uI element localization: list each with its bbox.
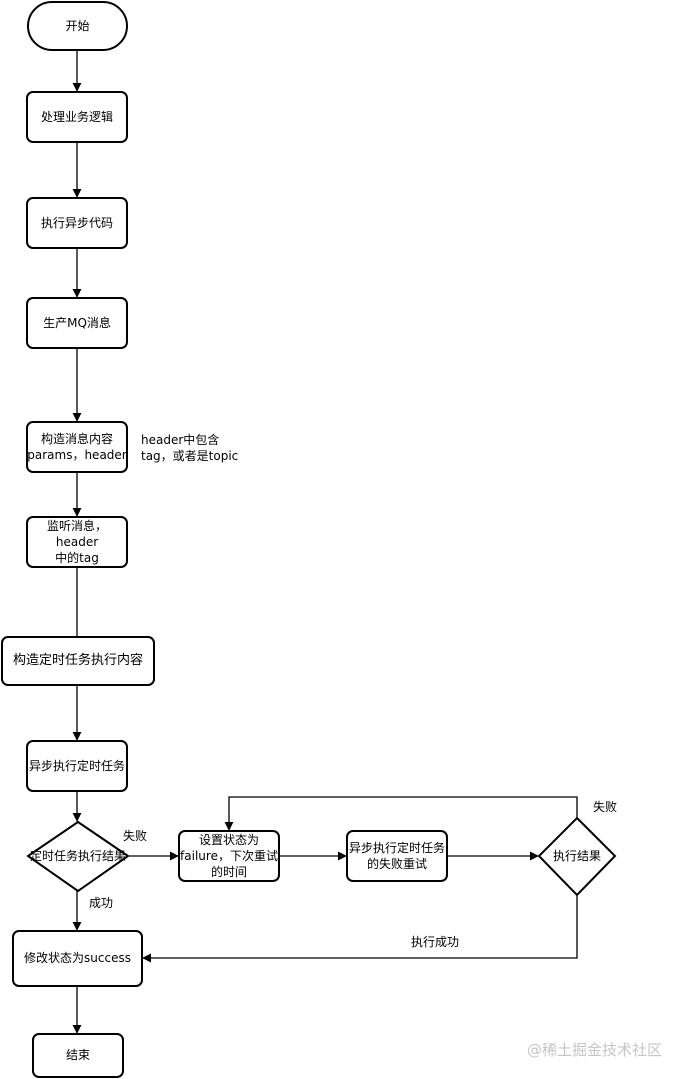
fail-label-1: 失败 [123,829,148,843]
produce-mq-label: 生产MQ消息 [43,315,111,330]
exec-success-label: 执行成功 [411,935,460,949]
end-label: 结束 [65,1048,90,1063]
exec-result-label: 执行结果 [552,848,601,863]
watermark: @稀土掘金技术社区 [527,1041,663,1059]
success-label-1: 成功 [89,896,114,910]
edge-result-loop-back [224,796,578,831]
start-label: 开始 [65,18,90,33]
process-logic-label: 处理业务逻辑 [40,109,113,124]
listen-label: 监听消息，header 中的tag [46,518,107,566]
build-msg-label: 构造消息内容 params，header [27,431,127,462]
end-node [32,1033,124,1078]
header-note: header中包含 tag，或者是topic [141,433,239,464]
exec-async-label: 执行异步代码 [40,215,113,230]
build-task-label: 构造定时任务执行内容 [12,653,143,669]
edge-result-success [142,895,578,963]
set-failure-label: 设置状态为 failure，下次重试 的时间 [180,832,278,880]
async-task-label: 异步执行定时任务 [28,758,125,773]
fail-label-2: 失败 [593,800,618,814]
retry-label: 异步执行定时任务 的失败重试 [348,840,445,871]
result-check-label: 定时任务执行结果 [29,848,126,863]
result-check-decision [26,820,130,893]
set-success-label: 修改状态为success [24,951,131,966]
build-task-node [1,636,155,686]
